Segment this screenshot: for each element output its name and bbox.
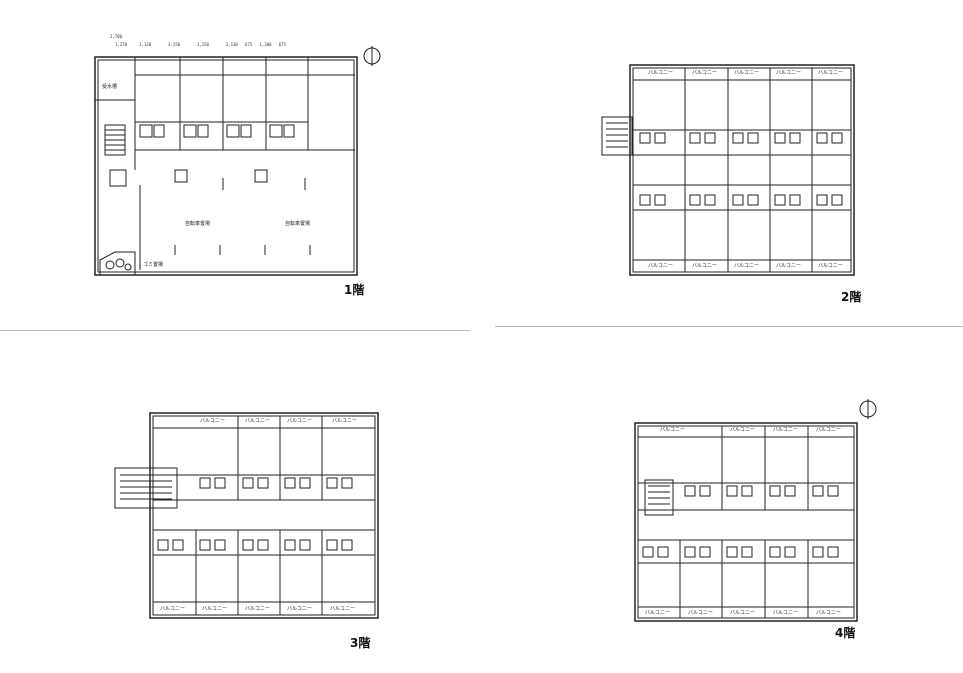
floor-label-3f: 3階 — [350, 636, 371, 650]
balcony-label-2f-7: バルコニー — [692, 263, 717, 269]
floor-label-4f: 4階 — [835, 626, 856, 640]
floor-plan-2f: バルコニー バルコニー バルコニー バルコニー バルコニー バルコニー バルコニ… — [580, 35, 880, 295]
balcony-label-3f-6: バルコニー — [202, 606, 227, 612]
balcony-label-2f-1: バルコニー — [648, 70, 673, 76]
room-label-bicycle-2: 自転車置場 — [285, 221, 311, 227]
balcony-label-3f-1: バルコニー — [200, 418, 225, 424]
balcony-label-2f-9: バルコニー — [776, 263, 801, 269]
balcony-label-2f-3: バルコニー — [734, 70, 759, 76]
floor-plan-1f: 1,270 3,130 3,150 3,150 3,130 675 1,300 … — [80, 30, 381, 300]
balcony-label-4f-3: バルコニー — [773, 427, 798, 433]
dimension-text-top: 1,270 3,130 3,150 3,150 3,130 675 1,300 … — [115, 42, 286, 47]
balcony-label-4f-9: バルコニー — [816, 610, 841, 616]
balcony-label-3f-2: バルコニー — [245, 418, 270, 424]
balcony-label-3f-4: バルコニー — [332, 418, 357, 424]
room-label-bicycle-1: 自転車置場 — [185, 221, 211, 227]
balcony-label-4f-6: バルコニー — [688, 610, 713, 616]
room-label-garbage: ゴミ置場 — [143, 262, 164, 268]
balcony-label-3f-9: バルコニー — [330, 606, 355, 612]
divider-left — [0, 330, 470, 331]
balcony-label-2f-8: バルコニー — [734, 263, 759, 269]
floor-3f-drawing — [114, 412, 379, 619]
balcony-label-2f-4: バルコニー — [776, 70, 801, 76]
balcony-label-4f-1: バルコニー — [660, 427, 685, 433]
balcony-label-3f-3: バルコニー — [287, 418, 312, 424]
divider-right — [495, 326, 963, 327]
balcony-label-2f-10: バルコニー — [818, 263, 843, 269]
room-label-water-tank: 受水槽 — [102, 84, 118, 90]
balcony-label-2f-2: バルコニー — [692, 70, 717, 76]
floor-plan-4f: バルコニー バルコニー バルコニー バルコニー バルコニー バルコニー バルコニ… — [600, 395, 877, 635]
floor-1f-drawing — [94, 46, 381, 276]
balcony-label-4f-2: バルコニー — [730, 427, 755, 433]
floor-plan-3f: バルコニー バルコニー バルコニー バルコニー バルコニー バルコニー バルコニ… — [100, 380, 390, 630]
floor-2f-drawing — [601, 64, 855, 276]
floor-label-2f: 2階 — [841, 290, 862, 304]
floor-label-1f: 1階 — [344, 283, 365, 297]
dimension-text-top2: 2,700 — [110, 34, 123, 39]
balcony-label-3f-8: バルコニー — [287, 606, 312, 612]
balcony-label-2f-5: バルコニー — [818, 70, 843, 76]
balcony-label-4f-8: バルコニー — [773, 610, 798, 616]
balcony-label-3f-7: バルコニー — [245, 606, 270, 612]
balcony-label-3f-5: バルコニー — [160, 606, 185, 612]
floor-4f-drawing — [634, 399, 877, 622]
balcony-label-4f-7: バルコニー — [730, 610, 755, 616]
balcony-label-4f-5: バルコニー — [645, 610, 670, 616]
balcony-label-2f-6: バルコニー — [648, 263, 673, 269]
balcony-label-4f-4: バルコニー — [816, 427, 841, 433]
